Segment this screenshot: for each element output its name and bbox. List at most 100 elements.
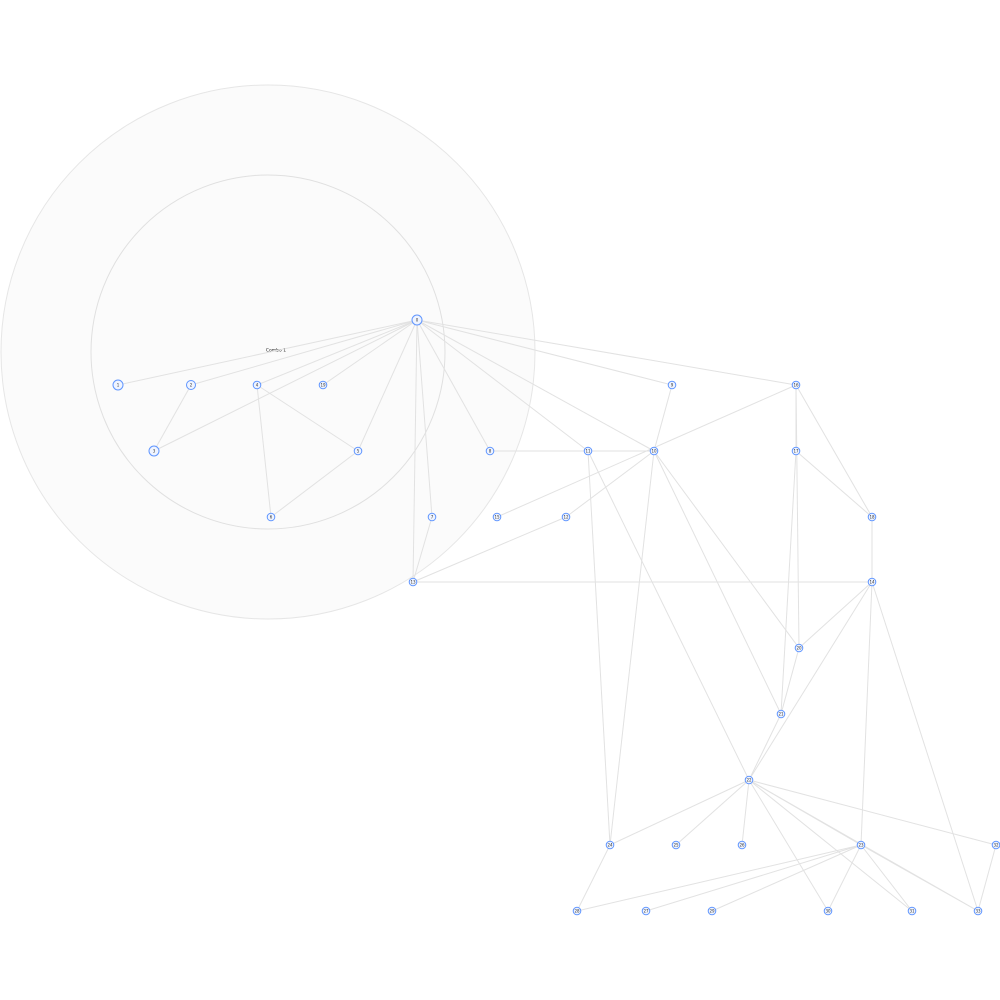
edge-22-26[interactable] [741, 779, 750, 846]
node-19[interactable]: 19 [318, 380, 328, 390]
node-24[interactable]: 24 [605, 840, 615, 850]
node-9[interactable]: 9 [667, 380, 677, 390]
edge-24-28[interactable] [576, 844, 611, 912]
edge-11-22[interactable] [587, 450, 750, 781]
edge-0-2[interactable] [190, 319, 418, 386]
node-11[interactable]: 11 [583, 446, 593, 456]
node-4[interactable]: 4 [252, 380, 262, 390]
node-10[interactable]: 10 [649, 446, 659, 456]
node-30[interactable]: 30 [823, 906, 833, 916]
node-circle[interactable] [907, 906, 917, 916]
edge-0-16[interactable] [416, 319, 797, 386]
node-6[interactable]: 6 [266, 512, 276, 522]
node-20[interactable]: 20 [794, 643, 804, 653]
node-14[interactable]: 14 [867, 577, 877, 587]
edge-21-22[interactable] [748, 713, 782, 781]
node-25[interactable]: 25 [671, 840, 681, 850]
node-17[interactable]: 17 [791, 446, 801, 456]
node-circle[interactable] [266, 512, 276, 522]
edge-0-9[interactable] [416, 319, 673, 386]
node-circle[interactable] [186, 380, 196, 390]
node-3[interactable]: 3 [148, 445, 160, 457]
node-26[interactable]: 26 [737, 840, 747, 850]
node-circle[interactable] [572, 906, 582, 916]
edge-22-31[interactable] [748, 779, 913, 912]
node-circle[interactable] [408, 577, 418, 587]
edge-0-4[interactable] [256, 319, 418, 386]
edge-14-22[interactable] [748, 581, 873, 781]
edge-22-23[interactable] [748, 779, 862, 846]
node-circle[interactable] [112, 379, 124, 391]
edge-2-3[interactable] [153, 384, 192, 452]
node-13[interactable]: 13 [408, 577, 418, 587]
node-circle[interactable] [427, 512, 437, 522]
node-16[interactable]: 16 [791, 380, 801, 390]
node-circle[interactable] [707, 906, 717, 916]
edge-0-10[interactable] [416, 319, 655, 452]
edge-0-13[interactable] [412, 319, 418, 583]
node-circle[interactable] [485, 446, 495, 456]
edge-23-30[interactable] [827, 844, 862, 912]
edge-23-28[interactable] [576, 844, 862, 912]
node-circle[interactable] [252, 380, 262, 390]
node-circle[interactable] [856, 840, 866, 850]
edge-4-6[interactable] [256, 384, 272, 518]
node-circle[interactable] [867, 512, 877, 522]
edge-32-33[interactable] [977, 844, 997, 912]
edge-4-5[interactable] [256, 384, 359, 452]
edge-0-8[interactable] [416, 319, 491, 452]
edge-15-16[interactable] [496, 384, 797, 518]
edge-19-0[interactable] [322, 319, 418, 386]
edge-17-18[interactable] [795, 450, 873, 518]
edge-9-10[interactable] [653, 384, 673, 452]
node-circle[interactable] [667, 380, 677, 390]
node-circle[interactable] [353, 446, 363, 456]
edge-22-30[interactable] [748, 779, 829, 912]
node-22[interactable]: 22 [744, 775, 754, 785]
edge-10-12[interactable] [565, 450, 655, 518]
node-7[interactable]: 7 [427, 512, 437, 522]
node-circle[interactable] [823, 906, 833, 916]
edge-7-13[interactable] [412, 516, 433, 583]
edge-20-21[interactable] [780, 647, 800, 715]
edge-12-13[interactable] [412, 516, 567, 583]
node-circle[interactable] [794, 643, 804, 653]
edge-22-24[interactable] [609, 779, 750, 846]
node-circle[interactable] [583, 446, 593, 456]
edge-23-27[interactable] [645, 844, 862, 912]
edge-14-33[interactable] [871, 581, 979, 912]
node-15[interactable]: 15 [492, 512, 502, 522]
node-27[interactable]: 27 [641, 906, 651, 916]
node-circle[interactable] [605, 840, 615, 850]
node-28[interactable]: 28 [572, 906, 582, 916]
edge-22-25[interactable] [675, 779, 750, 846]
node-21[interactable]: 21 [776, 709, 786, 719]
node-circle[interactable] [641, 906, 651, 916]
edge-10-20[interactable] [653, 450, 800, 649]
node-31[interactable]: 31 [907, 906, 917, 916]
edge-17-21[interactable] [780, 450, 797, 715]
node-5[interactable]: 5 [353, 446, 363, 456]
node-18[interactable]: 18 [867, 512, 877, 522]
node-circle[interactable] [867, 577, 877, 587]
node-12[interactable]: 12 [561, 512, 571, 522]
edge-11-24[interactable] [587, 450, 611, 846]
node-circle[interactable] [776, 709, 786, 719]
edge-23-29[interactable] [711, 844, 862, 912]
edge-14-23[interactable] [860, 581, 873, 846]
node-23[interactable]: 23 [856, 840, 866, 850]
edge-23-33[interactable] [860, 844, 979, 912]
edge-0-5[interactable] [357, 319, 418, 452]
node-circle[interactable] [492, 512, 502, 522]
node-circle[interactable] [148, 445, 160, 457]
node-circle[interactable] [671, 840, 681, 850]
node-1[interactable]: 1 [112, 379, 124, 391]
node-circle[interactable] [791, 380, 801, 390]
node-32[interactable]: 32 [991, 840, 1000, 850]
node-33[interactable]: 33 [973, 906, 983, 916]
node-circle[interactable] [561, 512, 571, 522]
node-circle[interactable] [737, 840, 747, 850]
edge-5-6[interactable] [270, 450, 359, 518]
edge-16-18[interactable] [795, 384, 873, 518]
node-circle[interactable] [411, 314, 423, 326]
